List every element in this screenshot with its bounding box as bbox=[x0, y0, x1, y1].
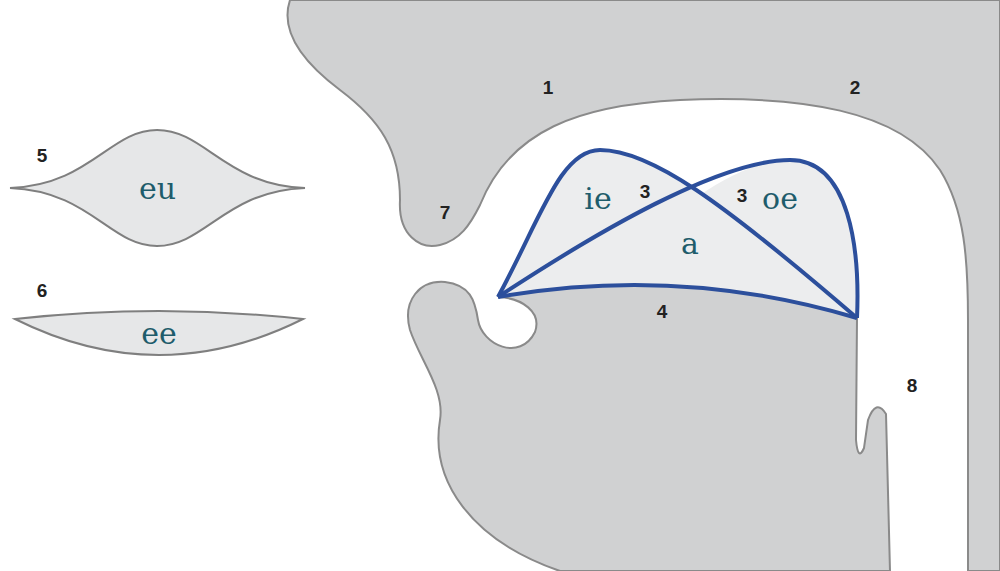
vowel-label: a bbox=[681, 226, 699, 261]
back-vowel-curve bbox=[498, 160, 857, 318]
lip-shape: ee bbox=[15, 303, 303, 359]
callout-number: 6 bbox=[37, 280, 48, 302]
vowel-area-fill bbox=[498, 150, 857, 318]
callout-number: 4 bbox=[657, 301, 668, 323]
callout-number: 3 bbox=[737, 185, 748, 207]
callout-number: 2 bbox=[850, 77, 861, 99]
callout-number: 7 bbox=[440, 202, 451, 224]
callout-number: 3 bbox=[640, 181, 651, 203]
vowel-label: eu bbox=[139, 171, 176, 206]
callout-number: 1 bbox=[543, 77, 554, 99]
lower-jaw-tongue bbox=[408, 282, 890, 571]
tongue-line bbox=[498, 285, 857, 318]
lip-outline bbox=[15, 311, 303, 355]
front-vowel-curve bbox=[498, 150, 857, 318]
vowel-label: ie bbox=[584, 181, 611, 216]
vowel-label: ee bbox=[141, 316, 177, 351]
lip-outline bbox=[10, 130, 305, 246]
callout-number: 8 bbox=[907, 375, 918, 397]
upper-head bbox=[287, 0, 1000, 571]
vowel-label: oe bbox=[762, 181, 798, 216]
callout-number: 5 bbox=[37, 145, 48, 167]
lip-shape: eu bbox=[10, 128, 305, 248]
